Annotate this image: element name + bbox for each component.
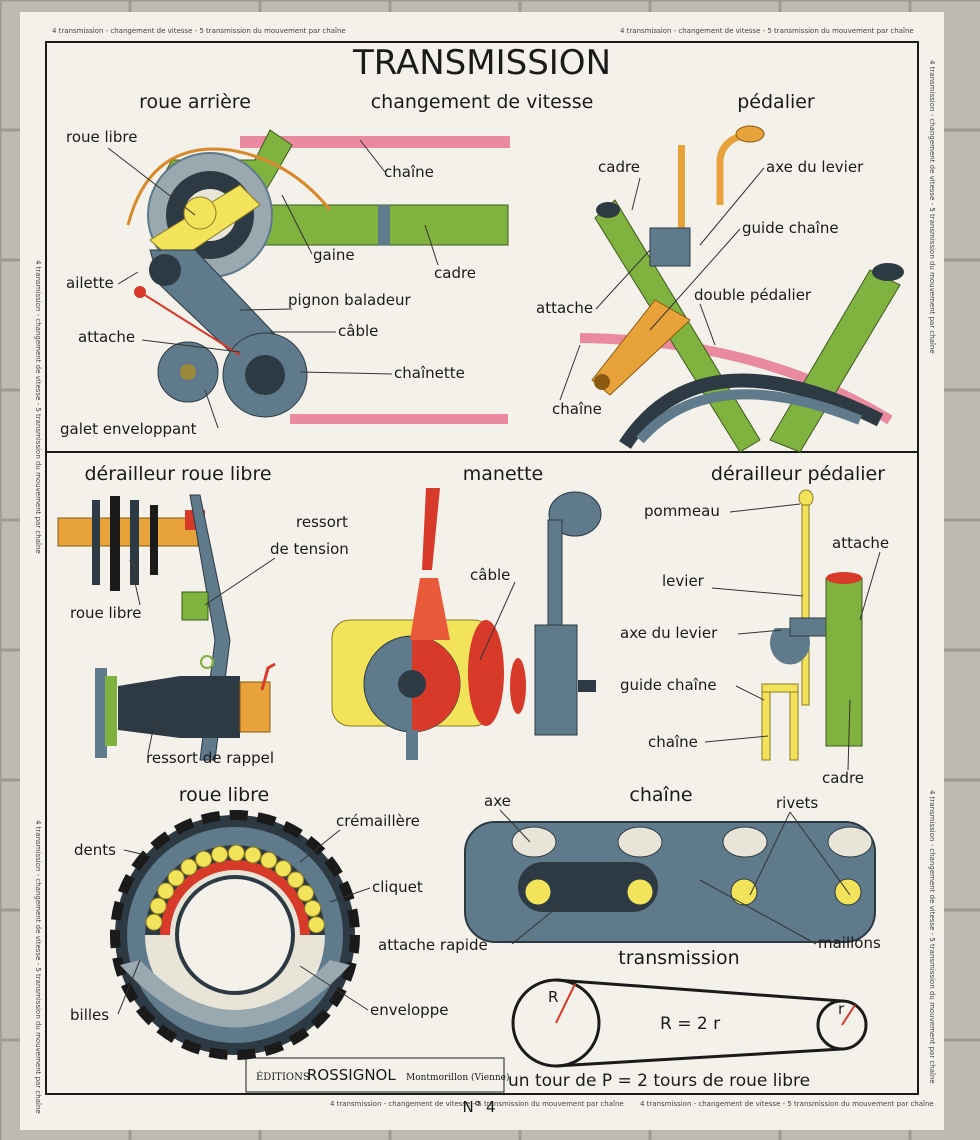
- ball: [304, 899, 322, 917]
- crankset-illustration: [579, 125, 904, 453]
- label-wrap-roller: galet enveloppant: [60, 420, 197, 438]
- plate-number: N° 4: [462, 1098, 495, 1116]
- border-text-top-right: 4 transmission - changement de vitesse -…: [620, 27, 914, 35]
- label-quick-link: attache rapide: [378, 936, 488, 954]
- chain-rivet: [626, 878, 654, 906]
- poster-title: TRANSMISSION: [352, 43, 611, 83]
- chain-illustration: [464, 821, 876, 943]
- ball: [211, 845, 229, 863]
- chain-rivets: [511, 826, 873, 906]
- label-tension: de tension: [270, 540, 349, 558]
- label-rivets: rivets: [776, 794, 818, 812]
- publisher-city: Montmorillon (Vienne): [406, 1072, 510, 1083]
- label-chain-guide-1: guide chaîne: [742, 219, 839, 237]
- border-text-right-1: 4 transmission - changement de vitesse -…: [928, 60, 936, 354]
- label-frame-2: cadre: [598, 158, 640, 176]
- section-title-rear-wheel: roue arrière: [139, 91, 251, 113]
- crank-derailleur-illustration: [761, 489, 863, 761]
- ball: [260, 851, 278, 869]
- ball: [244, 846, 262, 864]
- chain-rivet: [730, 878, 758, 906]
- label-ratchet-rack: crémaillère: [336, 812, 420, 830]
- ball: [307, 916, 325, 934]
- label-balls: billes: [70, 1006, 109, 1024]
- border-text-bottom-right: 4 transmission - changement de vitesse -…: [640, 1100, 934, 1108]
- rear-derailleur-illustration: [126, 129, 510, 424]
- border-text-top-left: 4 transmission - changement de vitesse -…: [52, 27, 346, 35]
- label-clip-1: attache: [78, 328, 135, 346]
- freewheel-balls: [145, 844, 325, 934]
- label-chain-3: chaîne: [648, 733, 698, 751]
- ball: [227, 844, 245, 862]
- shift-lever-illustration: [331, 488, 602, 760]
- label-spring: ressort: [296, 513, 348, 531]
- border-text-bottom-left: 4 transmission - changement de vitesse -…: [330, 1100, 624, 1108]
- label-big-radius: R: [548, 988, 558, 1006]
- ball: [287, 871, 305, 889]
- label-teeth: dents: [74, 841, 116, 859]
- label-clip-2: attache: [536, 299, 593, 317]
- section-title-gear-change: changement de vitesse: [371, 91, 594, 113]
- label-links: maillons: [818, 934, 881, 952]
- ball: [149, 897, 167, 915]
- label-cable-1: câble: [338, 322, 378, 340]
- chain-roller: [827, 826, 873, 858]
- label-frame-1: cadre: [434, 264, 476, 282]
- chain-strip-bottom: [290, 414, 508, 424]
- ball: [167, 869, 185, 887]
- label-casing: enveloppe: [370, 1001, 448, 1019]
- chain-strip-top: [240, 136, 510, 148]
- publisher-name: ROSSIGNOL: [307, 1066, 396, 1084]
- publisher-prefix: ÉDITIONS: [256, 1071, 310, 1083]
- section-title-shift-lever: manette: [463, 463, 543, 485]
- ball: [274, 860, 292, 878]
- label-sheath: gaine: [313, 246, 355, 264]
- label-chain-2: chaîne: [552, 400, 602, 418]
- ball: [157, 882, 175, 900]
- section-title-freewheel-derailleur: dérailleur roue libre: [84, 463, 271, 485]
- ball: [297, 884, 315, 902]
- ratio-formula: R = 2 r: [660, 1014, 720, 1034]
- chain-roller: [722, 826, 768, 858]
- label-freewheel-1: roue libre: [66, 128, 137, 146]
- transmission-diagram: [511, 978, 868, 1068]
- label-chain-guide-2: guide chaîne: [620, 676, 717, 694]
- label-clip-3: attache: [832, 534, 889, 552]
- label-small-radius: r: [838, 1000, 845, 1018]
- label-chain-1: chaîne: [384, 163, 434, 181]
- chain-rivet: [524, 878, 552, 906]
- label-vane: ailette: [66, 274, 114, 292]
- label-pawl: cliquet: [372, 878, 423, 896]
- chain-roller: [617, 826, 663, 858]
- chain-roller: [511, 826, 557, 858]
- label-small-chain: chaînette: [394, 364, 465, 382]
- label-return-spring: ressort de rappel: [146, 749, 274, 767]
- section-title-transmission: transmission: [618, 947, 739, 969]
- label-frame-3: cadre: [822, 769, 864, 787]
- ball: [180, 858, 198, 876]
- label-double-crank: double pédalier: [694, 286, 812, 304]
- publisher-box: [245, 1057, 505, 1093]
- border-text-right-2: 4 transmission - changement de vitesse -…: [928, 790, 936, 1084]
- label-lever: levier: [662, 572, 705, 590]
- label-axle: axe: [484, 792, 511, 810]
- section-title-crankset: pédalier: [737, 91, 815, 113]
- label-freewheel-2: roue libre: [70, 604, 141, 622]
- ball: [145, 913, 163, 931]
- section-title-chain: chaîne: [629, 784, 692, 806]
- freewheel-derailleur-illustration: [57, 494, 276, 761]
- label-lever-axis-2: axe du levier: [620, 624, 718, 642]
- border-text-left-1: 4 transmission - changement de vitesse -…: [34, 260, 42, 554]
- label-knob: pommeau: [644, 502, 720, 520]
- ball: [195, 850, 213, 868]
- poster-frame: [45, 41, 919, 1095]
- section-title-freewheel: roue libre: [179, 784, 270, 806]
- label-cable-2: câble: [470, 566, 510, 584]
- section-title-crank-derailleur: dérailleur pédalier: [711, 463, 885, 485]
- border-text-left-2: 4 transmission - changement de vitesse -…: [34, 820, 42, 1114]
- label-lever-axis-1: axe du levier: [766, 158, 864, 176]
- transmission-caption: un tour de P = 2 tours de roue libre: [508, 1071, 810, 1091]
- label-sliding-pinion: pignon baladeur: [288, 291, 411, 309]
